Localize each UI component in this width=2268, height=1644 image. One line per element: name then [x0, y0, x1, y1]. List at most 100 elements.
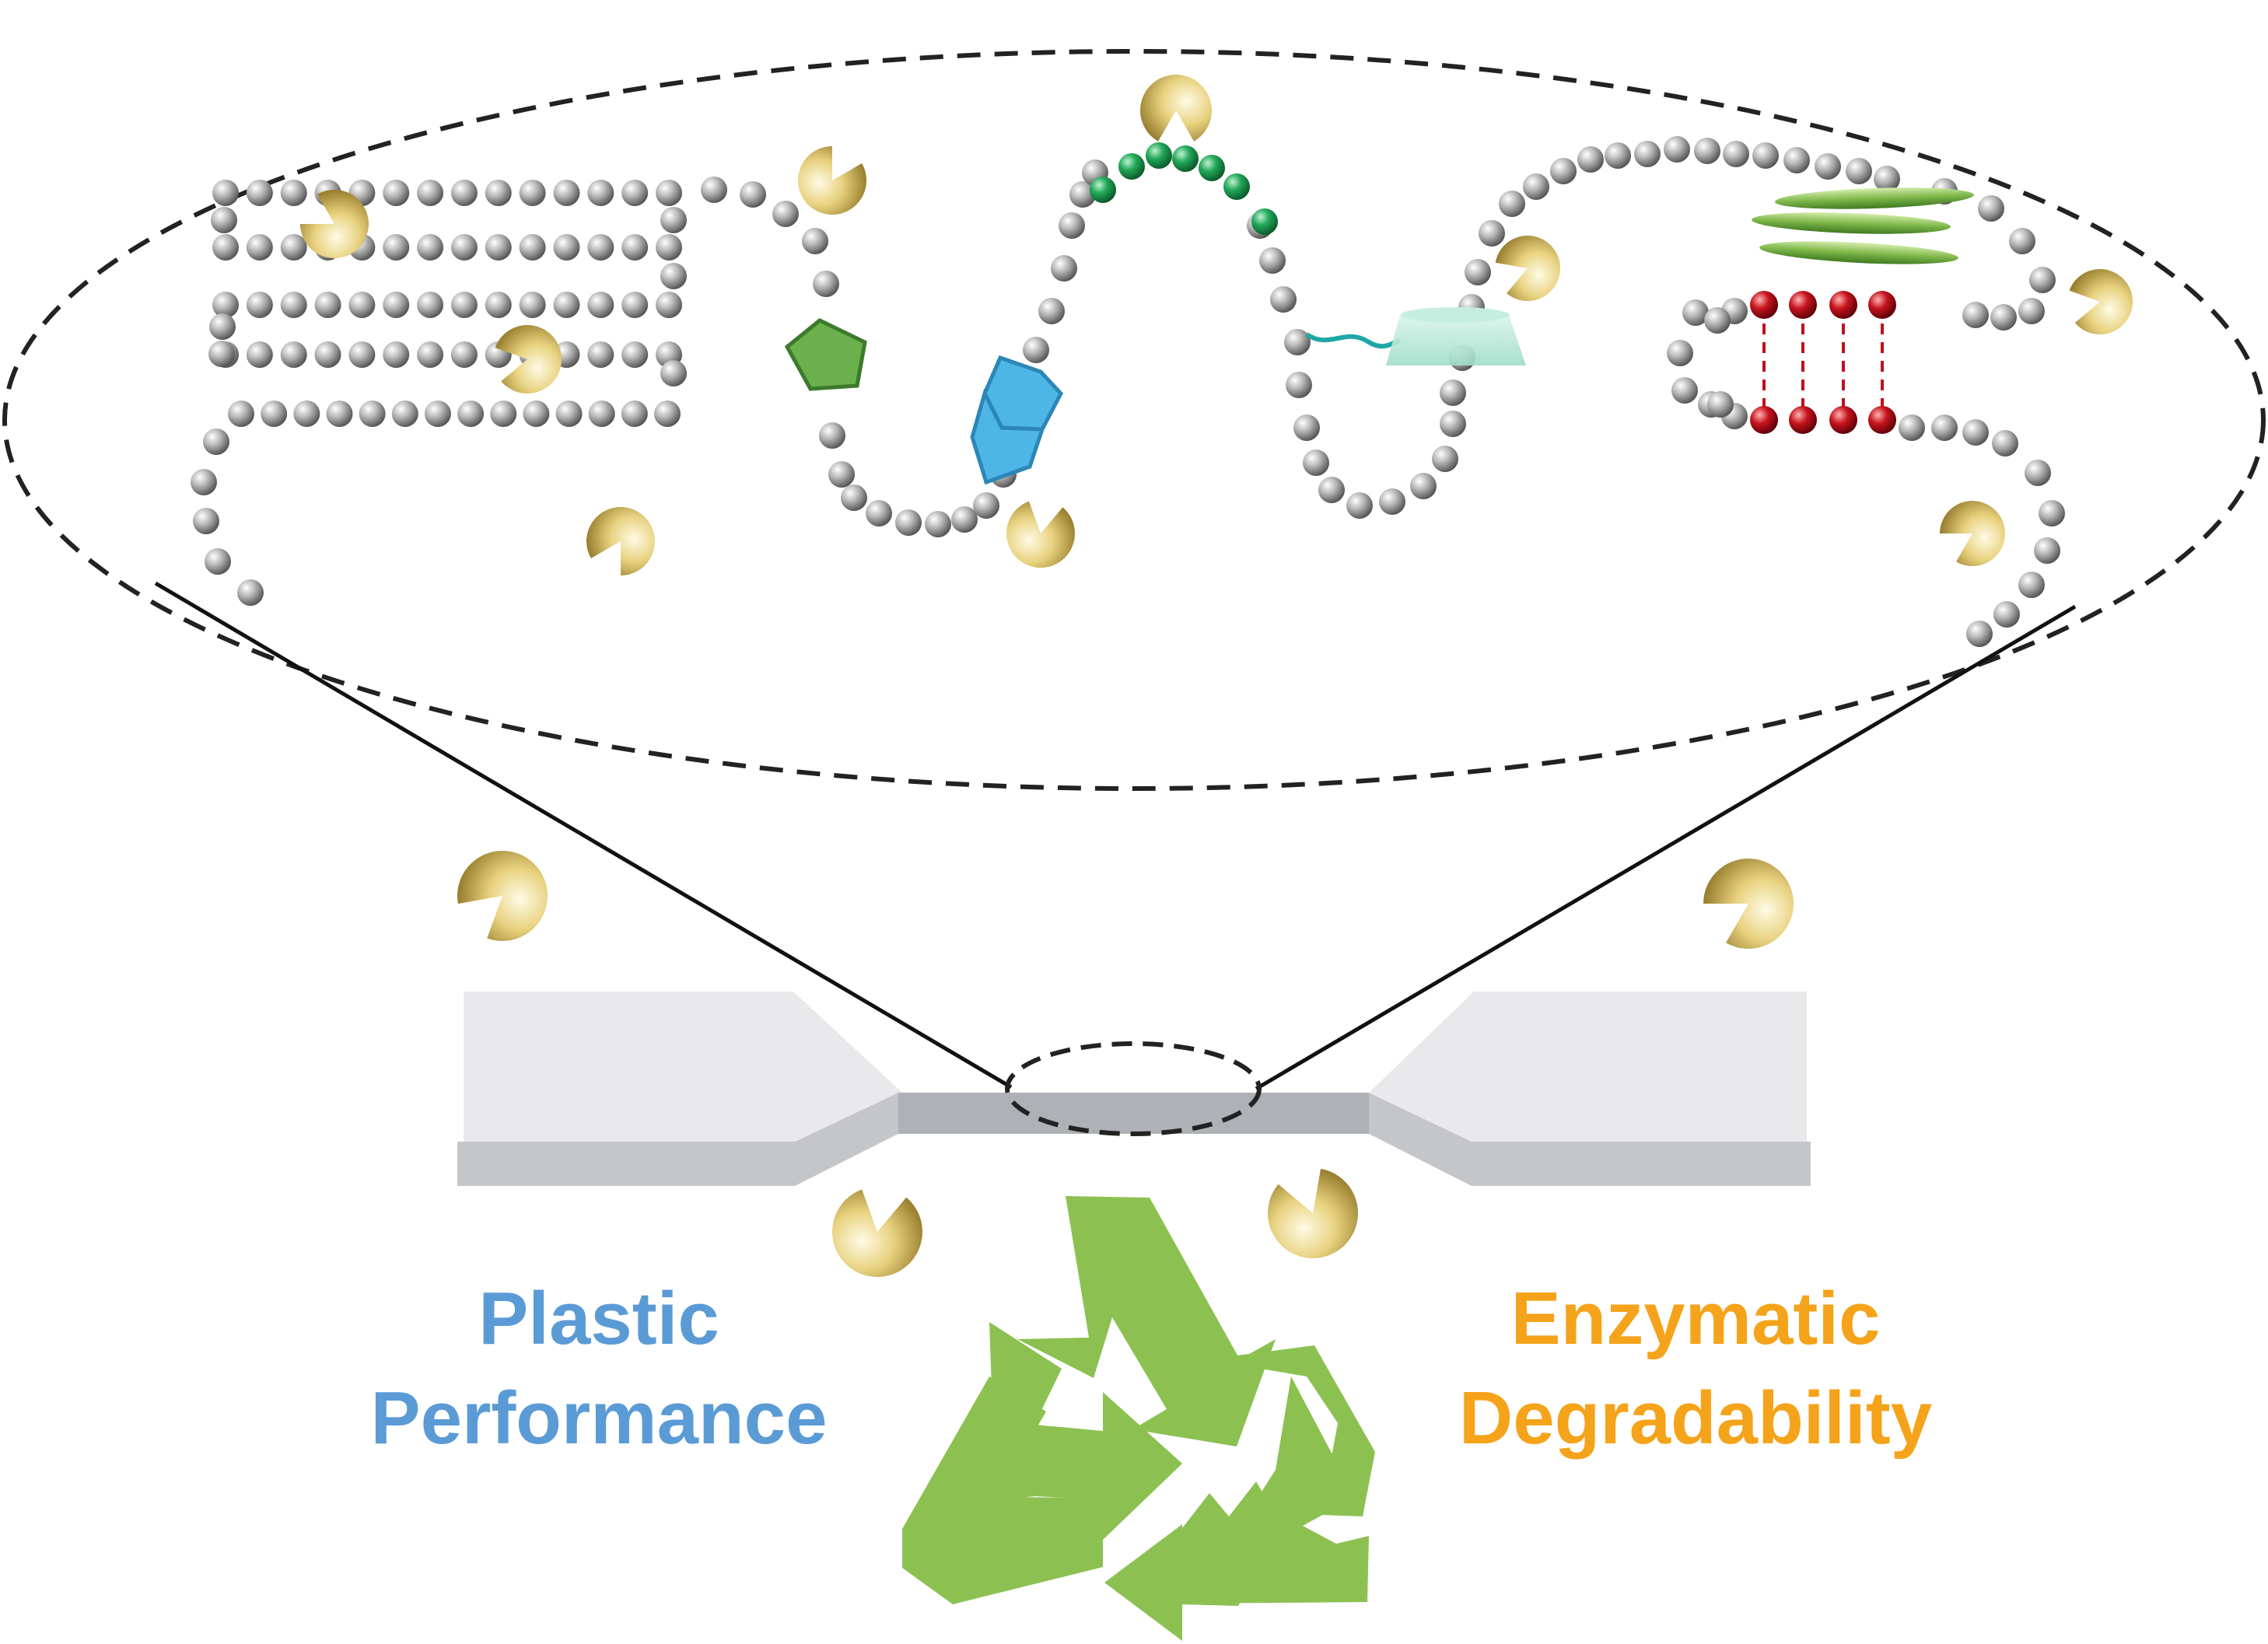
chain-bead	[925, 511, 951, 537]
green-bead	[1199, 155, 1225, 181]
chain-bead	[1931, 414, 1958, 441]
chain-bead	[621, 341, 649, 368]
chain-bead	[819, 422, 845, 449]
enzyme-pacman-icon	[798, 146, 866, 215]
green-bead	[1223, 173, 1250, 200]
chain-bead	[417, 292, 444, 318]
chain-bead	[1259, 247, 1286, 274]
chain-bead	[1682, 299, 1709, 326]
chain-bead	[951, 506, 978, 533]
chain-bead	[212, 234, 239, 261]
chain-bead	[348, 341, 376, 368]
chain-bead	[523, 401, 550, 427]
chain-bead	[656, 234, 682, 261]
chain-bead	[1346, 492, 1373, 519]
green-bead	[1118, 153, 1145, 180]
chain-bead	[2018, 572, 2045, 598]
label-right-line2: Degradability	[1458, 1376, 1933, 1460]
chain-bead	[660, 263, 687, 289]
chain-bead	[391, 401, 418, 427]
chain-bead	[1694, 138, 1720, 164]
chain-bead	[973, 492, 999, 519]
chain-bead	[1465, 259, 1491, 285]
chain-bead	[246, 341, 273, 368]
chain-bead	[1664, 136, 1690, 163]
specimen-top-face	[464, 992, 1807, 1142]
chain-bead	[1023, 337, 1049, 363]
chain-bead	[866, 500, 892, 526]
enzyme-pacman-icon	[832, 1189, 923, 1277]
chain-bead	[280, 180, 307, 206]
chain-bead	[212, 180, 239, 206]
recycle-icon	[902, 1196, 1375, 1641]
chain-bead	[1815, 153, 1841, 180]
chain-bead	[519, 180, 546, 206]
label-right-line1: Enzymatic	[1510, 1277, 1881, 1360]
specimen-zoom-spot	[1005, 1041, 1262, 1136]
chain-bead	[417, 341, 444, 368]
red-bead	[1789, 291, 1817, 319]
fused-ring	[970, 355, 1064, 485]
chain-bead	[621, 180, 649, 206]
chain-bead	[383, 234, 410, 261]
chain-bead	[587, 234, 614, 261]
hydrogen-bond-pairs	[1750, 291, 1896, 434]
chain-bead	[1874, 166, 1900, 192]
chain-bead	[485, 292, 512, 318]
zoom-ellipse	[2, 49, 2266, 791]
chain-bead	[772, 201, 799, 227]
chain-bead	[383, 292, 410, 318]
chain-bead	[450, 234, 478, 261]
chain-bead	[424, 401, 451, 427]
chain-bead	[654, 401, 681, 427]
plastic-performance-label: Plastic Performance	[296, 1269, 902, 1468]
chain-bead	[1899, 414, 1925, 441]
chain-bead	[587, 341, 614, 368]
chain-bead	[621, 401, 648, 427]
chain-bead	[1783, 147, 1810, 173]
chain-bead	[1993, 601, 2020, 628]
chain-bead	[1577, 146, 1604, 173]
polymer-chain	[191, 136, 2065, 647]
enzyme-pacman-icon	[1495, 236, 1560, 301]
chain-bead	[212, 292, 239, 318]
enzyme-pacman-icon	[495, 325, 562, 394]
chain-bead	[895, 509, 922, 536]
enzyme-pacman-icon	[586, 507, 655, 575]
chain-bead	[553, 180, 580, 206]
chain-bead	[519, 292, 546, 318]
enzymatic-degradability-label: Enzymatic Degradability	[1392, 1269, 1999, 1468]
green-bead	[1172, 145, 1199, 172]
chain-bead	[1634, 141, 1661, 167]
chain-bead	[802, 228, 828, 254]
chain-bead	[457, 401, 485, 427]
chain-bead	[740, 181, 766, 208]
chain-bead	[1752, 142, 1779, 169]
red-bead	[1750, 291, 1778, 319]
chain-bead	[1038, 298, 1065, 324]
chain-bead	[1990, 304, 2017, 331]
chain-bead	[1069, 181, 1096, 208]
specimen-side-face	[457, 1093, 1811, 1186]
chain-bead	[1704, 307, 1731, 334]
red-bead	[1789, 406, 1817, 434]
chain-bead	[383, 341, 410, 368]
red-bead	[1868, 406, 1896, 434]
chain-bead	[280, 292, 307, 318]
enzyme-group	[300, 75, 2133, 1277]
chain-bead	[485, 180, 512, 206]
red-bead	[1829, 406, 1857, 434]
green-bead	[1090, 177, 1116, 203]
chain-bead	[293, 401, 320, 427]
chain-bead	[348, 292, 376, 318]
chain-bead	[1270, 286, 1297, 313]
chain-bead	[588, 401, 615, 427]
chain-bead	[326, 401, 353, 427]
chain-bead	[587, 180, 614, 206]
chain-bead	[383, 180, 410, 206]
chain-bead	[587, 292, 614, 318]
pentagon-ring	[784, 318, 867, 391]
red-bead	[1868, 291, 1896, 319]
chain-bead	[2025, 460, 2051, 486]
